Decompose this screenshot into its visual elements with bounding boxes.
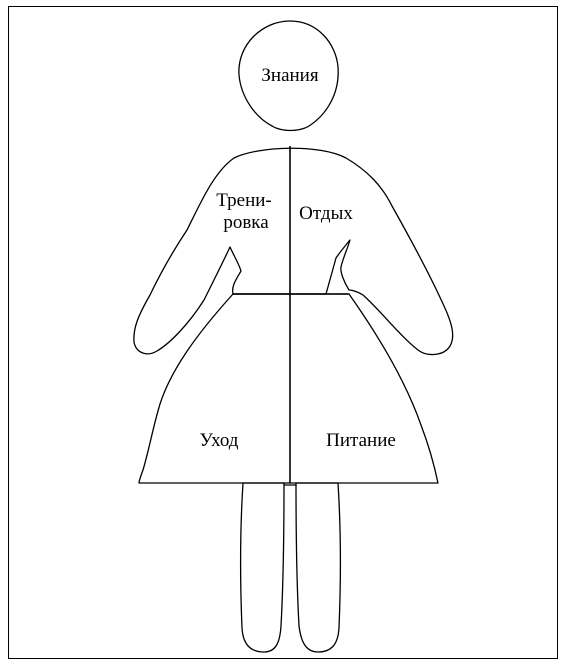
- label-nutrition: Питание: [326, 430, 396, 451]
- skirt-shape: [139, 294, 438, 483]
- label-training-line1: Трени-: [216, 190, 271, 211]
- label-rest: Отдых: [299, 203, 353, 224]
- label-knowledge: Знания: [261, 65, 318, 86]
- upper-body-shape: [134, 148, 453, 354]
- label-training-line2: ровка: [223, 212, 269, 233]
- label-care: Уход: [200, 430, 239, 451]
- left-leg-shape: [241, 483, 284, 652]
- right-leg-shape: [296, 483, 340, 652]
